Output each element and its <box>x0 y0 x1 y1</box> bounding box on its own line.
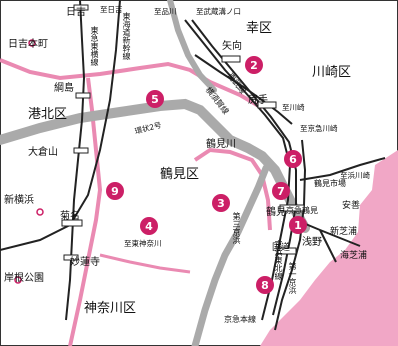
ward-label-kohoku: 港北区 <box>28 107 68 122</box>
station-yako-bar <box>221 55 241 63</box>
ward-label-kawasaki: 川崎区 <box>312 65 352 80</box>
road-label-shi-keikyu-kawasaki: 至京急川崎 <box>300 124 338 133</box>
station-label-asano: 浅野 <box>302 237 322 248</box>
station-myorenji-bar <box>63 254 79 261</box>
line-label-toyoko: 東急東横線 <box>90 26 99 66</box>
station-kikuna-bar <box>61 219 83 227</box>
station-okurayama-bar <box>73 147 89 154</box>
station-label-shin-shibaura: 新芝浦 <box>330 227 358 237</box>
station-tsunashima-bar <box>75 92 91 99</box>
road-label-shi-hama-kawasaki: 至浜川崎 <box>340 171 370 180</box>
marker-2[interactable]: 2 <box>245 56 263 74</box>
boundary-saiwai-kohoku <box>0 58 264 110</box>
station-kokudo-bar <box>277 247 297 255</box>
marker-4[interactable]: 4 <box>140 217 158 235</box>
river-arm-north <box>167 0 217 93</box>
marker-8[interactable]: 8 <box>256 276 274 294</box>
tsurumi-line <box>295 219 361 247</box>
umi-shibaura-branch <box>319 229 337 263</box>
ward-label-saiwai: 幸区 <box>246 21 273 36</box>
line-label-dai-ichi-keihin: 第一京浜 <box>288 262 297 294</box>
line-label-keikyu: 京急本線 <box>224 315 256 324</box>
boundary-tsurumi-kanagawa <box>193 147 272 231</box>
marker-6[interactable]: 6 <box>284 150 302 168</box>
station-label-shin-yokohama: 新横浜 <box>4 195 34 206</box>
station-label-hiyoshi: 日吉 <box>66 7 86 18</box>
marker-9[interactable]: 9 <box>106 182 124 200</box>
river-label-tsurumi: 鶴見川 <box>206 139 236 150</box>
marker-3[interactable]: 3 <box>212 194 230 212</box>
tsurumi-sea-branch <box>299 157 386 181</box>
road-label-shi-hiyoshi: 至日吉 <box>100 5 123 14</box>
road-label-shi-musashi-mizonokuchi: 至武蔵溝ノ口 <box>196 7 241 16</box>
nambu-line <box>194 54 293 125</box>
toyoko-line <box>65 0 86 321</box>
station-label-keikyu-tsurumi: 京急鶴見 <box>286 206 318 215</box>
station-hiyoshi-honcho-dot <box>28 39 36 47</box>
keikyu-line <box>274 139 307 331</box>
line-label-shinkansen: 東海道新幹線 <box>122 12 131 60</box>
station-label-kishine-koen: 岸根公園 <box>4 273 44 284</box>
yokosuka-line <box>184 19 292 321</box>
station-label-kokudo: 国道 <box>272 243 291 253</box>
marker-5[interactable]: 5 <box>146 90 164 108</box>
road-label-shi-kawasaki: 至川崎 <box>282 103 305 112</box>
station-shitte-bar <box>257 101 277 109</box>
station-label-tsurumi: 鶴見 <box>266 207 286 218</box>
station-label-tsurumi-ichiba: 鶴見市場 <box>314 179 346 188</box>
station-shin-yokohama-dot <box>36 208 44 216</box>
station-label-hiyoshi-honcho: 日吉本町 <box>8 39 48 50</box>
boundary-kanagawa-south <box>99 253 191 274</box>
marker-1[interactable]: 1 <box>289 216 307 234</box>
station-tsurumi-bar <box>279 204 305 212</box>
daisan-keihin-road <box>191 164 270 346</box>
marker-7[interactable]: 7 <box>272 182 290 200</box>
line-label-keihin-tohoku: 京浜東北線 <box>274 240 283 280</box>
station-label-anzen: 安善 <box>342 201 361 211</box>
station-label-okurayama: 大倉山 <box>28 147 58 158</box>
station-label-shitte: 尻手 <box>248 95 268 106</box>
road-label-shi-shinagawa: 至品川 <box>154 7 177 16</box>
line-label-daisan-keihin: 第三京浜 <box>232 212 241 244</box>
station-label-myorenji: 妙蓮寺 <box>70 257 100 268</box>
road-label-shi-higashi-kanagawa: 至東神奈川 <box>124 239 162 248</box>
station-hiyoshi-bar <box>73 4 89 11</box>
station-kishine-dot <box>14 276 22 284</box>
station-label-tsunashima: 綱島 <box>54 83 74 94</box>
ward-label-tsurumi: 鶴見区 <box>160 167 200 182</box>
station-label-yako: 矢向 <box>222 41 242 52</box>
sea <box>260 150 398 346</box>
station-label-umi-shibaura: 海芝浦 <box>340 251 368 261</box>
shinkansen-line <box>0 0 121 251</box>
station-label-kikuna: 菊名 <box>60 211 80 222</box>
ward-label-kanagawa: 神奈川区 <box>84 301 137 316</box>
